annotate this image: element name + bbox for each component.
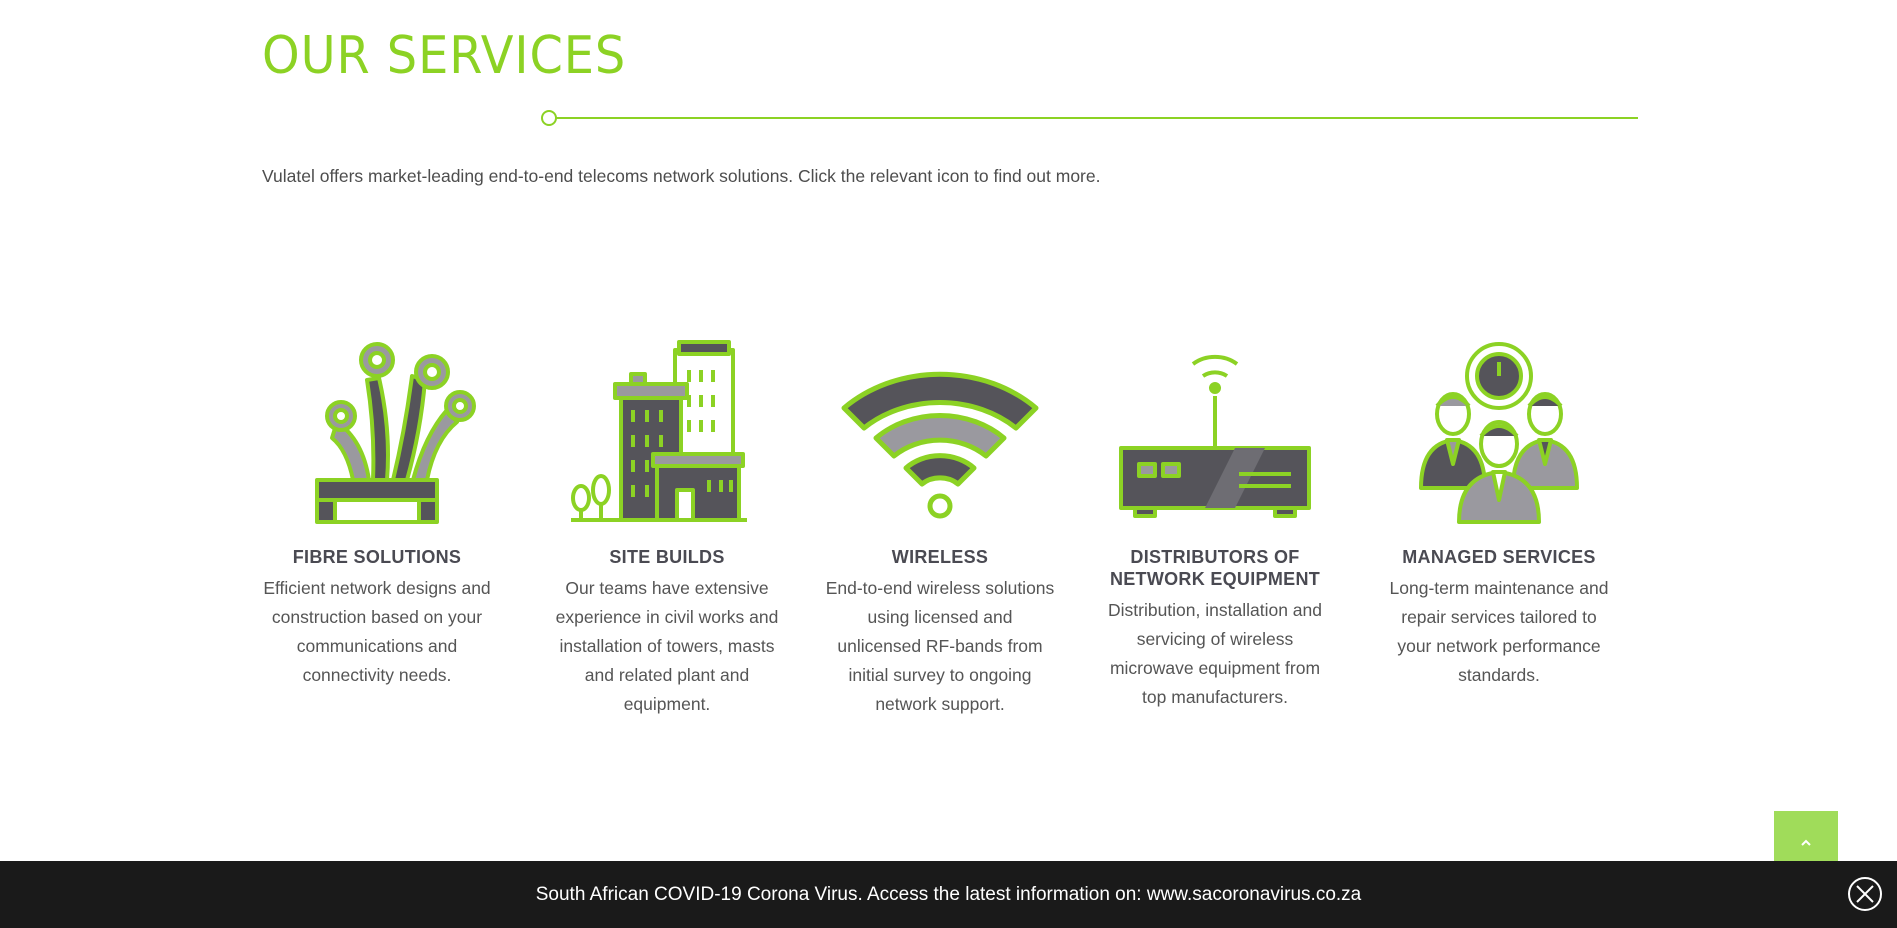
service-wireless[interactable]: WIRELESS End-to-end wireless solutions u…: [825, 340, 1055, 719]
service-description: Long-term maintenance and repair service…: [1389, 578, 1609, 685]
section-title: OUR SERVICES: [262, 26, 627, 86]
service-site-builds[interactable]: SITE BUILDS Our teams have extensive exp…: [552, 340, 782, 719]
service-title: DISTRIBUTORS OF NETWORK EQUIPMENT: [1109, 547, 1321, 589]
service-title: WIRELESS: [891, 547, 989, 567]
close-icon: [1856, 885, 1874, 903]
service-description: Distribution, installation and servicing…: [1107, 600, 1322, 707]
buildings-icon[interactable]: [567, 340, 767, 526]
divider-dot: [541, 110, 557, 126]
wifi-icon[interactable]: [840, 340, 1040, 526]
service-title: FIBRE SOLUTIONS: [292, 547, 462, 567]
intro-text: Vulatel offers market-leading end-to-end…: [262, 166, 1101, 186]
service-distributors[interactable]: DISTRIBUTORS OF NETWORK EQUIPMENT Distri…: [1100, 340, 1330, 712]
title-divider: [541, 110, 1638, 126]
chevron-up-icon: [1801, 839, 1811, 846]
services-grid: FIBRE SOLUTIONS Efficient network design…: [262, 340, 1642, 740]
service-fibre-solutions[interactable]: FIBRE SOLUTIONS Efficient network design…: [262, 340, 492, 690]
router-icon[interactable]: [1115, 340, 1315, 526]
service-description: Efficient network designs and constructi…: [263, 578, 491, 685]
service-description: End-to-end wireless solutions using lice…: [825, 578, 1055, 714]
service-description: Our teams have extensive experience in c…: [555, 578, 779, 714]
covid-close-button[interactable]: [1848, 877, 1882, 911]
service-title: SITE BUILDS: [609, 547, 725, 567]
fibre-optic-icon[interactable]: [277, 340, 477, 526]
team-clock-icon[interactable]: [1399, 340, 1599, 526]
covid-notice-bar: South African COVID-19 Corona Virus. Acc…: [0, 861, 1897, 928]
service-title: MANAGED SERVICES: [1402, 547, 1596, 567]
service-managed-services[interactable]: MANAGED SERVICES Long-term maintenance a…: [1384, 340, 1614, 690]
divider-line: [555, 117, 1638, 119]
covid-notice-text[interactable]: South African COVID-19 Corona Virus. Acc…: [535, 884, 1362, 905]
